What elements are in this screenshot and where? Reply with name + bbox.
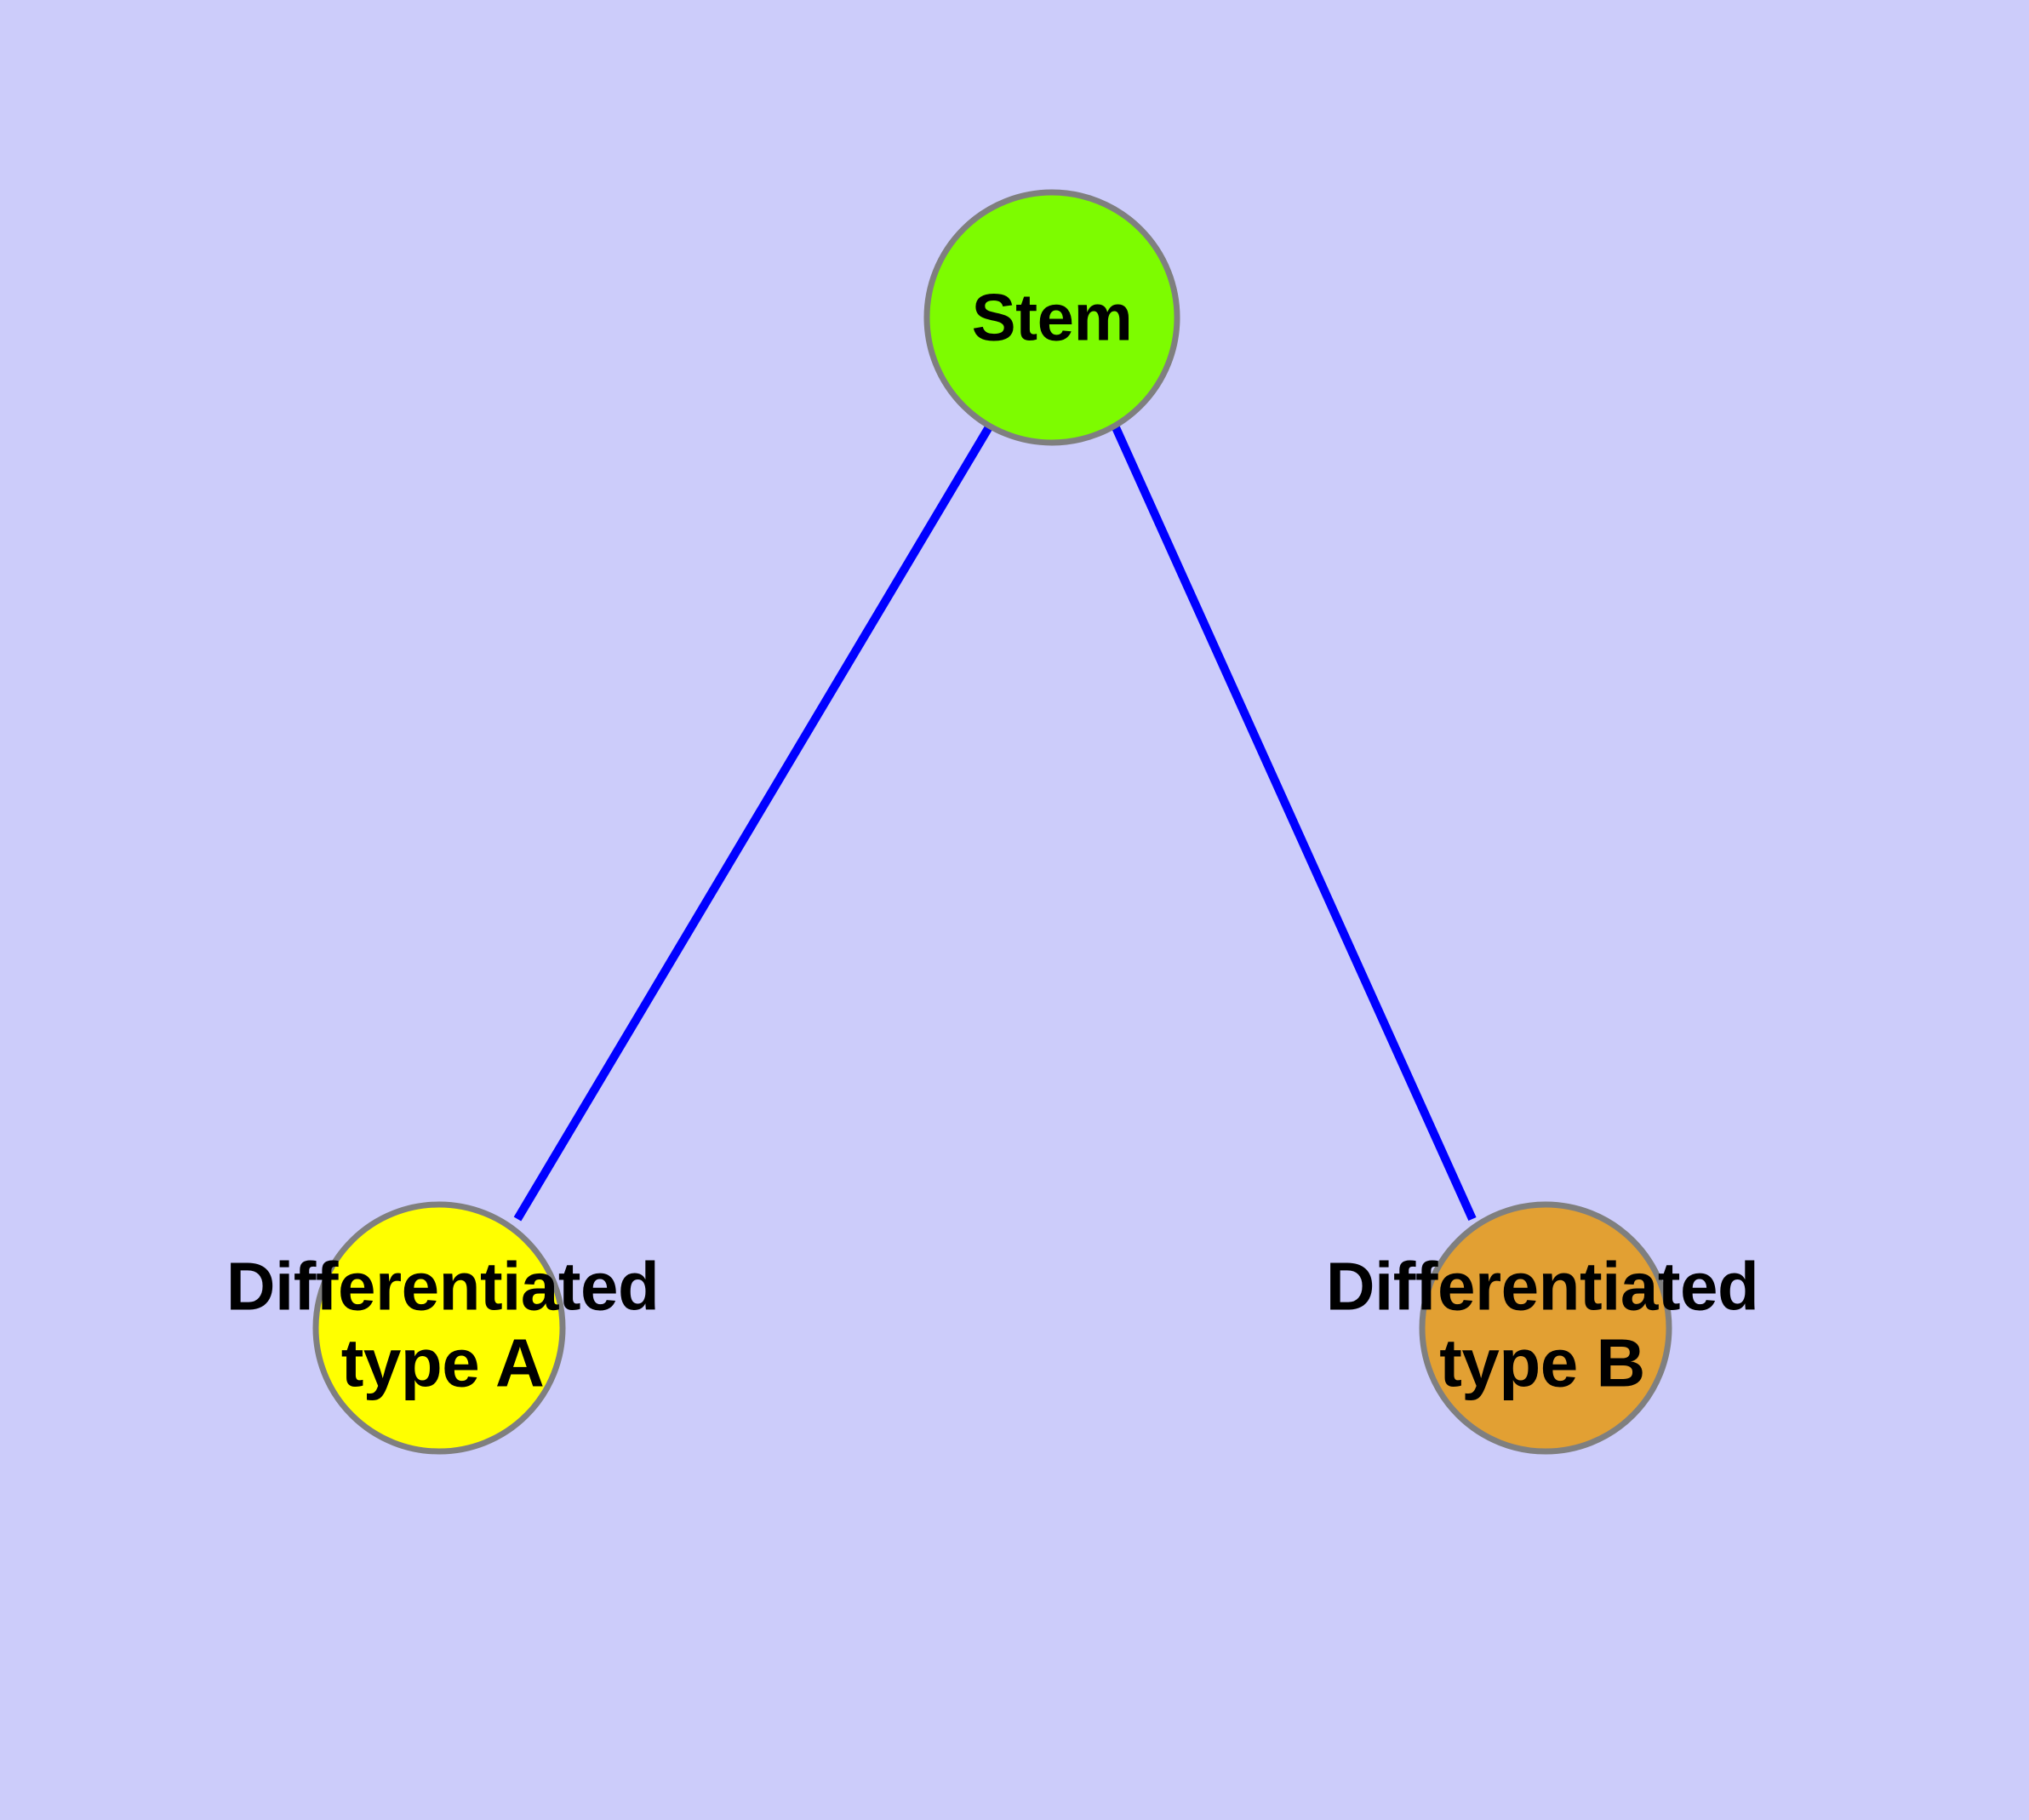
node-differentiated-type-a[interactable] — [312, 1201, 566, 1455]
edge-stem-to-differentiated-type-a — [513, 423, 994, 1222]
node-layer — [312, 189, 1672, 1455]
node-differentiated-type-b[interactable] — [1419, 1201, 1672, 1455]
node-stem[interactable] — [923, 189, 1180, 446]
edge-layer — [513, 423, 1477, 1222]
edge-stem-to-differentiated-type-b — [1111, 423, 1477, 1222]
